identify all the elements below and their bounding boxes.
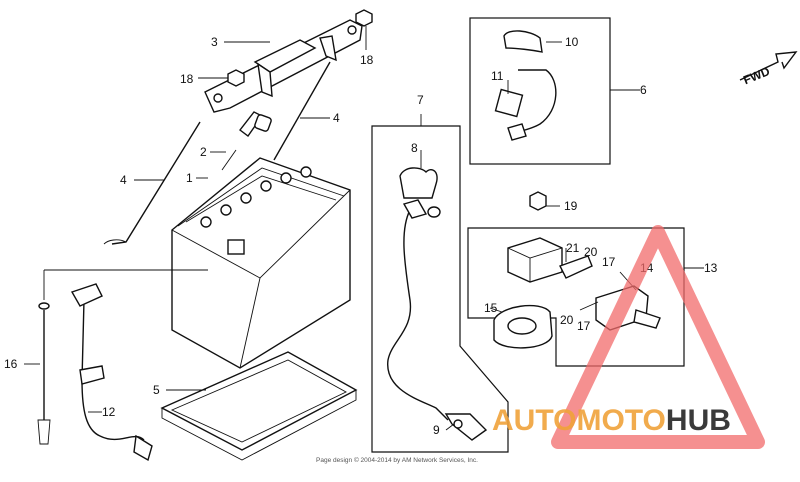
callout-12: 12 — [102, 405, 116, 419]
callout-21: 21 — [566, 241, 580, 255]
footer-copyright: Page design © 2004-2014 by AM Network Se… — [316, 456, 478, 464]
callout-18-right: 18 — [360, 53, 374, 67]
callout-5: 5 — [153, 383, 160, 397]
nut-19 — [529, 191, 547, 211]
leader-lines — [24, 26, 637, 431]
starter-cable-terminal — [444, 413, 488, 441]
callout-3: 3 — [211, 35, 218, 49]
nut-18-right — [355, 9, 373, 27]
callout-4-left: 4 — [120, 173, 127, 187]
relay-bracket-21 — [559, 255, 593, 279]
boot-10 — [503, 30, 543, 53]
callout-18-left: 18 — [180, 72, 194, 86]
battery-bracket — [204, 19, 363, 113]
hold-down-rod-left — [103, 121, 201, 245]
fwd-label: FWD — [741, 64, 772, 87]
relay-group-13 — [467, 227, 704, 367]
positive-cable — [387, 199, 449, 421]
callout-16: 16 — [4, 357, 18, 371]
positive-cable-group — [371, 114, 509, 453]
terminal-cover — [399, 167, 438, 199]
battery-tray — [160, 351, 358, 461]
negative-cable — [70, 283, 153, 462]
battery — [171, 157, 351, 369]
holder-15 — [493, 304, 553, 349]
callout-17-upper: 17 — [602, 255, 616, 269]
battery-cap — [221, 111, 272, 171]
watermark-triangle — [551, 225, 765, 449]
callout-2: 2 — [200, 145, 207, 159]
callout-15: 15 — [484, 301, 498, 315]
callout-10: 10 — [565, 35, 579, 49]
callout-17-lower: 17 — [577, 319, 591, 333]
callout-9: 9 — [433, 423, 440, 437]
callout-1: 1 — [186, 171, 193, 185]
callout-4-right: 4 — [333, 111, 340, 125]
callout-13: 13 — [704, 261, 718, 275]
callout-6: 6 — [640, 83, 647, 97]
callout-8: 8 — [411, 141, 418, 155]
callout-11: 11 — [491, 69, 504, 83]
callout-7: 7 — [417, 93, 424, 107]
callouts: 3 18 18 4 4 2 1 7 8 10 11 6 19 21 20 17 … — [4, 35, 718, 437]
fwd-arrow: FWD — [739, 51, 798, 87]
watermark-text: AUTOMOTOHUB — [492, 404, 731, 437]
hold-down-rod-right — [273, 61, 331, 161]
starter-relay — [507, 237, 563, 283]
callout-20-upper: 20 — [584, 245, 598, 259]
watermark: AUTOMOTOHUB — [492, 225, 765, 449]
cable-11 — [494, 69, 557, 141]
callout-19: 19 — [564, 199, 578, 213]
callout-20-lower: 20 — [560, 313, 574, 327]
nut-18-left — [227, 69, 245, 87]
breather-tube — [37, 269, 208, 445]
cable-group-6 — [469, 17, 640, 165]
